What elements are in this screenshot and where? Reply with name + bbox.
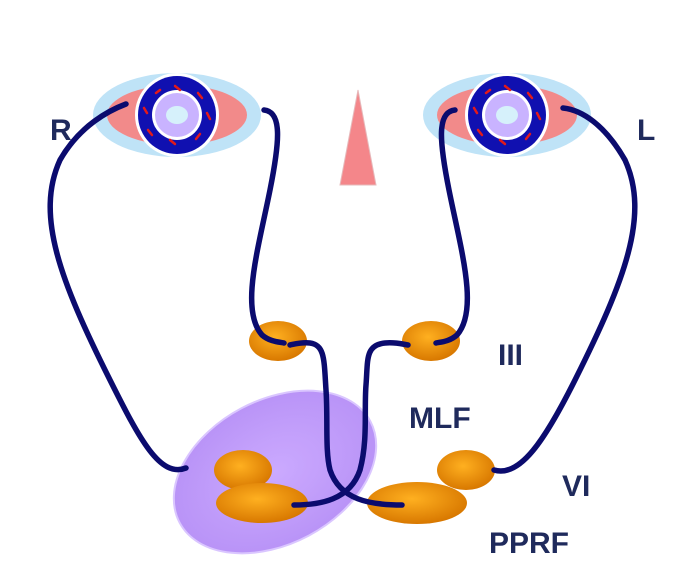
right-oculomotor-nerve — [248, 107, 287, 346]
left-cn3-nucleus — [402, 321, 460, 361]
left-oculomotor-nerve — [433, 107, 471, 346]
mlf-left-to-right — [287, 340, 405, 508]
left-eye — [423, 73, 591, 157]
right-pprf — [216, 483, 308, 523]
left-abducens-nerve — [491, 105, 638, 474]
right-cn6-nucleus — [214, 450, 272, 490]
mlf-right-to-left — [291, 340, 411, 508]
pprf-label: PPRF — [489, 527, 569, 560]
cn6-label: VI — [562, 470, 590, 503]
mlf-label: MLF — [409, 402, 471, 435]
nose-marker — [339, 89, 377, 186]
left-eye-label: L — [637, 114, 655, 147]
right-eye-label: R — [50, 114, 72, 147]
right-eye — [93, 73, 261, 157]
right-abducens-nerve — [47, 101, 189, 473]
left-pprf — [367, 482, 467, 524]
left-cn6-nucleus — [437, 450, 495, 490]
cn3-label: III — [498, 339, 523, 372]
